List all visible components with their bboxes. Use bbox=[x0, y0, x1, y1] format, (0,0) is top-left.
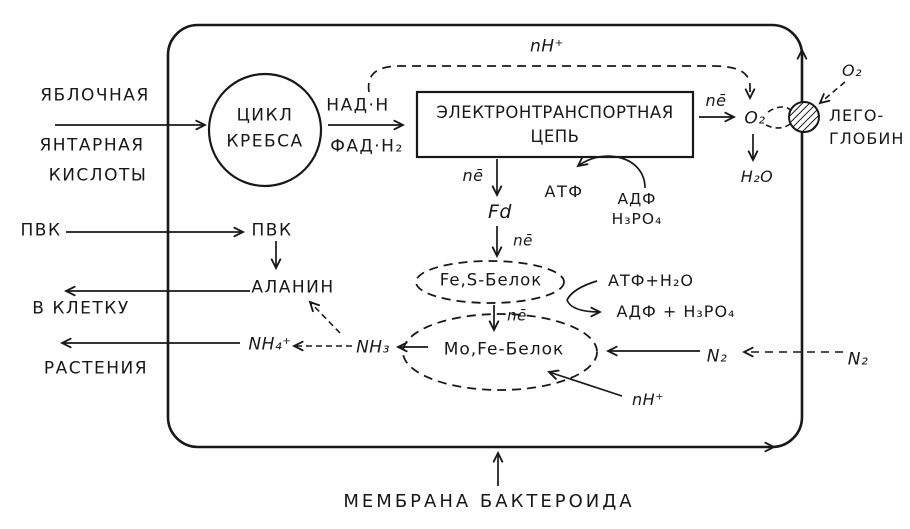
label-protons-bottom: nH⁺ bbox=[631, 390, 665, 409]
label-ferredoxin: Fd bbox=[488, 201, 512, 224]
label-electrons-box-down: nē bbox=[462, 166, 484, 185]
mofe-protein-oval bbox=[402, 313, 598, 391]
label-etc: ЭЛЕКТРОНТРАНСПОРТНАЯ ЦЕПЬ bbox=[436, 101, 673, 149]
arrow-protons-to-mofe bbox=[547, 369, 623, 397]
arrow-adp-to-atp bbox=[576, 155, 646, 189]
label-n2-outside: N₂ bbox=[847, 349, 869, 370]
label-leghemoglobin-line2: ГЛОБИН bbox=[829, 129, 905, 148]
dashed-arrow-ammonia-to-alanine bbox=[308, 300, 341, 334]
leghemoglobin-circle bbox=[788, 101, 820, 133]
label-adp-phosphate-stack: АДФ H₃PO₄ bbox=[612, 189, 663, 229]
label-pvk-outside: ПВК bbox=[20, 220, 62, 241]
label-alanine: АЛАНИН bbox=[251, 277, 335, 298]
label-fes-protein: Fe,S-Белок bbox=[439, 270, 543, 290]
label-membrane-caption: МЕМБРАНА БАКТЕРОИДА bbox=[343, 490, 635, 512]
label-into-cell: В КЛЕТКУ bbox=[32, 298, 130, 319]
label-n2-inside: N₂ bbox=[706, 346, 728, 367]
fes-protein-oval bbox=[415, 260, 565, 304]
label-nadh: НАД·Н bbox=[326, 95, 390, 116]
label-krebs-cycle: ЦИКЛ КРЕБСА bbox=[226, 103, 303, 156]
label-protons-top: nH⁺ bbox=[529, 36, 565, 57]
label-krebs-line1: ЦИКЛ bbox=[236, 105, 294, 126]
etc-box bbox=[415, 90, 695, 159]
label-plants: РАСТЕНИЯ bbox=[43, 358, 149, 379]
label-ammonium: NH₄⁺ bbox=[248, 334, 292, 355]
dashed-link-o2-lego-lower bbox=[765, 123, 791, 129]
dashed-arrow-protons-top bbox=[367, 65, 756, 101]
label-mofe-protein: Mo,Fe-Белок bbox=[443, 339, 565, 360]
label-malic-acid: ЯБЛОЧНАЯ bbox=[40, 85, 150, 106]
label-atp: АТФ bbox=[544, 182, 584, 201]
label-etc-line2: ЦЕПЬ bbox=[530, 127, 580, 146]
krebs-cycle-circle bbox=[207, 72, 323, 188]
label-fadh2: ФАД·Н₂ bbox=[330, 136, 404, 157]
arrow-junction-to-adp-phosphate bbox=[566, 299, 603, 318]
label-etc-line1: ЭЛЕКТРОНТРАНСПОРТНАЯ bbox=[436, 103, 674, 123]
label-acids: КИСЛОТЫ bbox=[48, 165, 148, 186]
label-electrons-fd-fes: nē bbox=[513, 231, 533, 250]
label-succinic-acid: ЯНТАРНАЯ bbox=[39, 135, 145, 156]
line-atp-water-to-junction bbox=[566, 280, 598, 301]
label-atp-water: АТФ+H₂O bbox=[608, 271, 694, 290]
label-o2-outside: O₂ bbox=[841, 61, 863, 80]
label-phosphate: H₃PO₄ bbox=[611, 210, 663, 228]
dashed-link-o2-lego-upper bbox=[767, 106, 792, 113]
label-water: H₂O bbox=[740, 167, 774, 186]
label-leghemoglobin: ЛЕГО- ГЛОБИН bbox=[829, 104, 904, 150]
label-krebs-line2: КРЕБСА bbox=[226, 132, 304, 152]
label-pvk-inside: ПВК bbox=[251, 220, 293, 241]
label-ammonia: NH₃ bbox=[356, 337, 390, 358]
dashed-arrow-o2-into-lego bbox=[818, 81, 846, 105]
label-electrons-box-exit: nē bbox=[705, 91, 727, 110]
label-o2-inside: O₂ bbox=[744, 108, 766, 129]
label-leghemoglobin-line1: ЛЕГО- bbox=[829, 105, 885, 125]
label-adp: АДФ bbox=[617, 189, 657, 208]
bacteroid-membrane-outline bbox=[166, 23, 804, 449]
label-electrons-fes-mofe: nē bbox=[507, 306, 527, 325]
label-adp-phosphate: АДФ + H₃PO₄ bbox=[616, 302, 736, 321]
